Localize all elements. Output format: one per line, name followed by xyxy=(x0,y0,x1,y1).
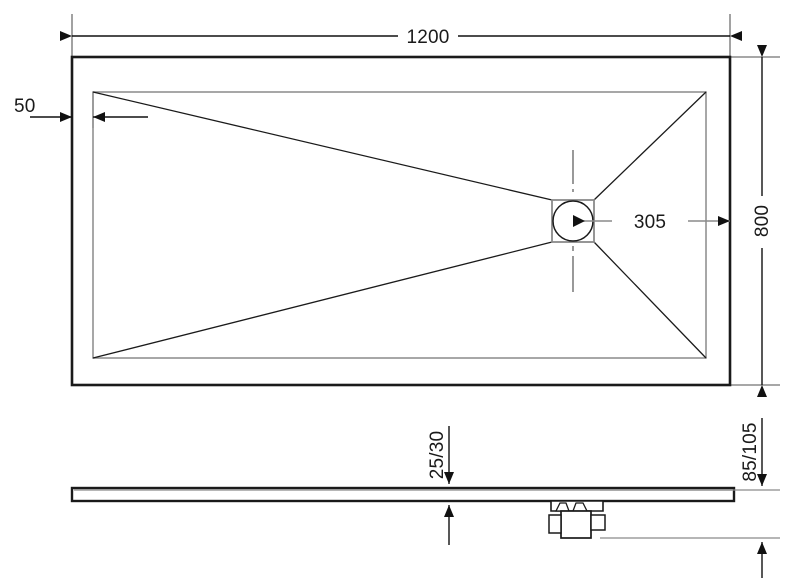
dimension-label-2530: 25/30 xyxy=(427,431,448,480)
dimension-label-85105: 85/105 xyxy=(740,422,761,481)
dimension-tray-thickness: 25/30 xyxy=(427,426,454,545)
tray-inner-outline xyxy=(92,91,707,359)
fall-line-top-left xyxy=(92,91,553,201)
tray-outer-outline xyxy=(70,55,732,387)
trap-body xyxy=(560,510,592,539)
fall-line-top-right xyxy=(593,91,707,201)
plan-view: 1200 50 305 800 xyxy=(14,14,780,397)
section-view: 25/30 85/105 xyxy=(70,418,780,578)
dimension-overall-height: 85/105 xyxy=(740,418,767,578)
dimension-edge-margin: 50 xyxy=(14,96,148,122)
trap-outlet-left xyxy=(548,514,562,534)
dimension-label-305: 305 xyxy=(634,212,666,233)
dimension-overall-width: 800 xyxy=(752,45,773,397)
dimension-label-50: 50 xyxy=(14,96,36,117)
dimension-overall-length: 1200 xyxy=(60,27,742,48)
dimension-drain-offset: 305 xyxy=(573,212,730,233)
dimension-arrow-305-left xyxy=(573,215,585,227)
dimension-label-1200: 1200 xyxy=(406,27,449,48)
trap-outlet-right xyxy=(590,514,606,531)
waste-trap-assembly xyxy=(548,500,606,539)
fall-line-bottom-right xyxy=(593,241,707,359)
fall-line-bottom-left xyxy=(92,241,553,359)
dimension-label-800: 800 xyxy=(752,205,773,237)
tray-section-slab xyxy=(70,486,736,503)
